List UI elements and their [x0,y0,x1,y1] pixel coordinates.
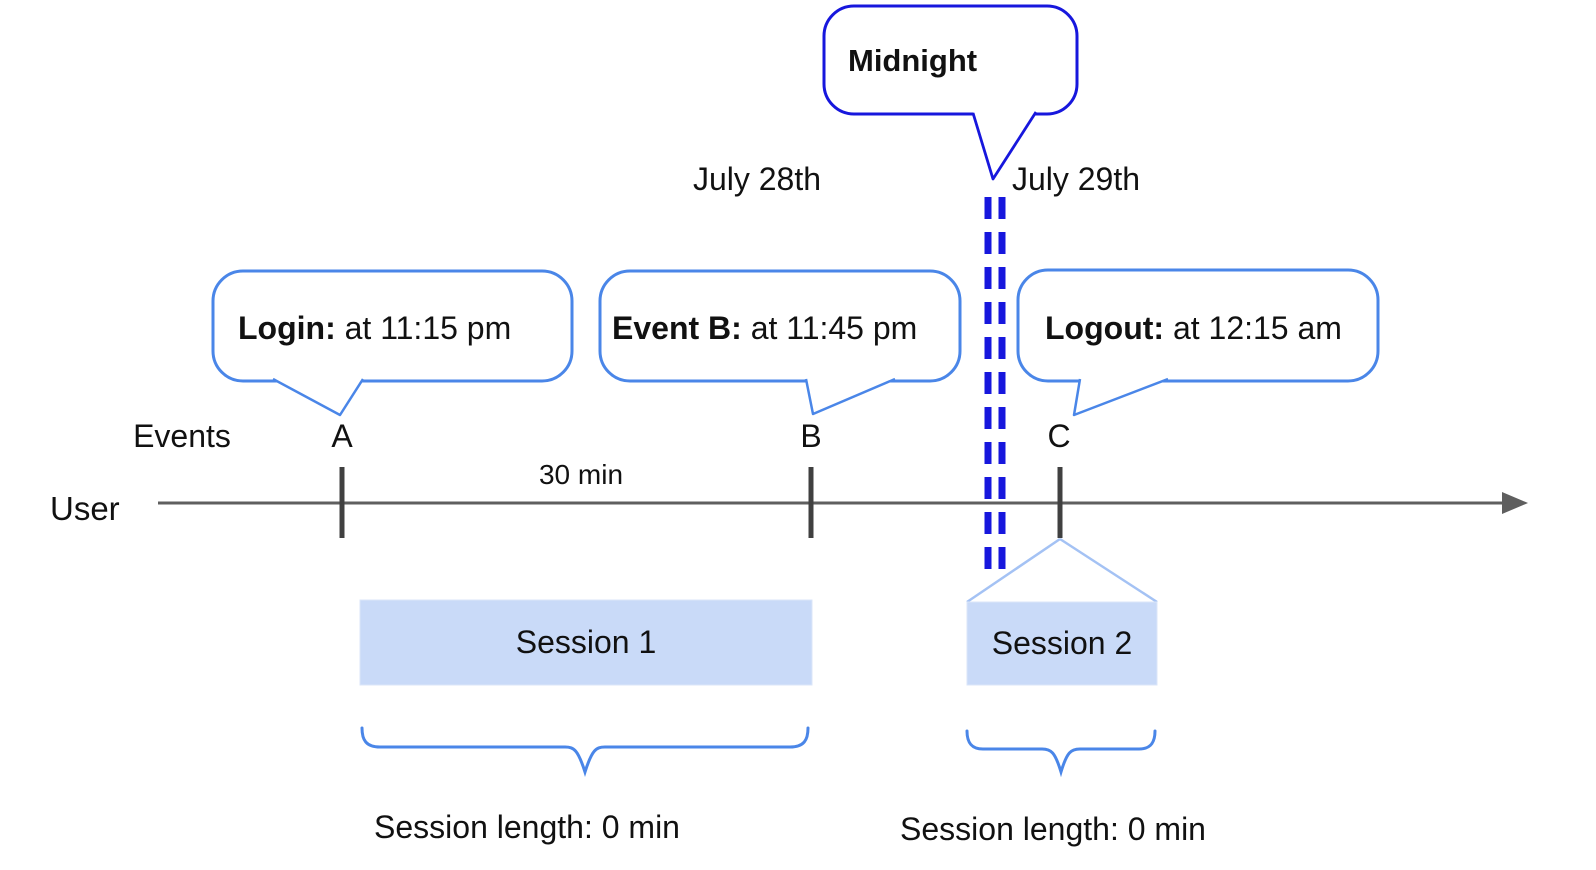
interval-label: 30 min [539,459,623,490]
event-marker-a: A [331,418,353,454]
logout-callout-label: Logout: [1045,310,1164,346]
session2-label: Session 2 [992,625,1133,661]
session2-length-label: Session length: 0 min [900,811,1206,847]
session2-box [966,601,1158,686]
event-marker-c: C [1047,418,1070,454]
event-b-callout-label: Event B: [612,310,742,346]
logout-callout-bubble [1016,268,1380,383]
session1: Session 1 Session length: 0 min [359,599,813,845]
midnight-divider [984,197,1006,578]
midnight-callout-tail [971,111,1038,181]
login-callout-text: Login: at 11:15 pm [238,310,511,346]
event-b-callout-bubble [598,269,962,383]
login-callout: Login: at 11:15 pm [211,269,574,417]
session2: Session 2 Session length: 0 min [900,601,1206,847]
logout-callout-text: Logout: at 12:15 am [1045,310,1342,346]
session1-box [359,599,813,686]
midnight-callout-label: Midnight [848,43,977,78]
logout-callout-time: at 12:15 am [1164,310,1342,346]
logout-callout-tail [1072,377,1169,417]
midnight-callout-bubble [822,4,1079,116]
events-label: Events [133,418,231,454]
session2-expansion-line-left [966,537,1061,604]
session2-expansion-line-right [1059,537,1158,604]
session1-brace [360,726,810,777]
login-callout-bubble [211,269,574,383]
event-b-callout-time: at 11:45 pm [742,310,918,346]
login-callout-tail-fill [273,378,363,415]
date-label-july-29: July 29th [1012,161,1140,197]
session1-label: Session 1 [516,624,657,660]
login-callout-time: at 11:15 pm [336,310,512,346]
session2-brace [965,729,1157,778]
session2-expansion [966,537,1158,604]
timeline-arrowhead-icon [1502,492,1528,514]
logout-callout: Logout: at 12:15 am [1016,268,1380,417]
event-b-callout: Event B: at 11:45 pm [598,269,962,416]
event-marker-b: B [800,418,821,454]
login-callout-tail [272,377,365,417]
timeline-axis [158,467,1528,538]
session1-length-label: Session length: 0 min [374,809,680,845]
event-b-callout-text: Event B: at 11:45 pm [612,310,917,346]
midnight-callout: Midnight [822,4,1079,181]
user-label: User [50,490,120,527]
login-callout-label: Login: [238,310,336,346]
date-label-july-28: July 28th [693,161,821,197]
event-b-callout-tail [804,377,896,416]
event-b-callout-tail-fill [806,378,895,414]
